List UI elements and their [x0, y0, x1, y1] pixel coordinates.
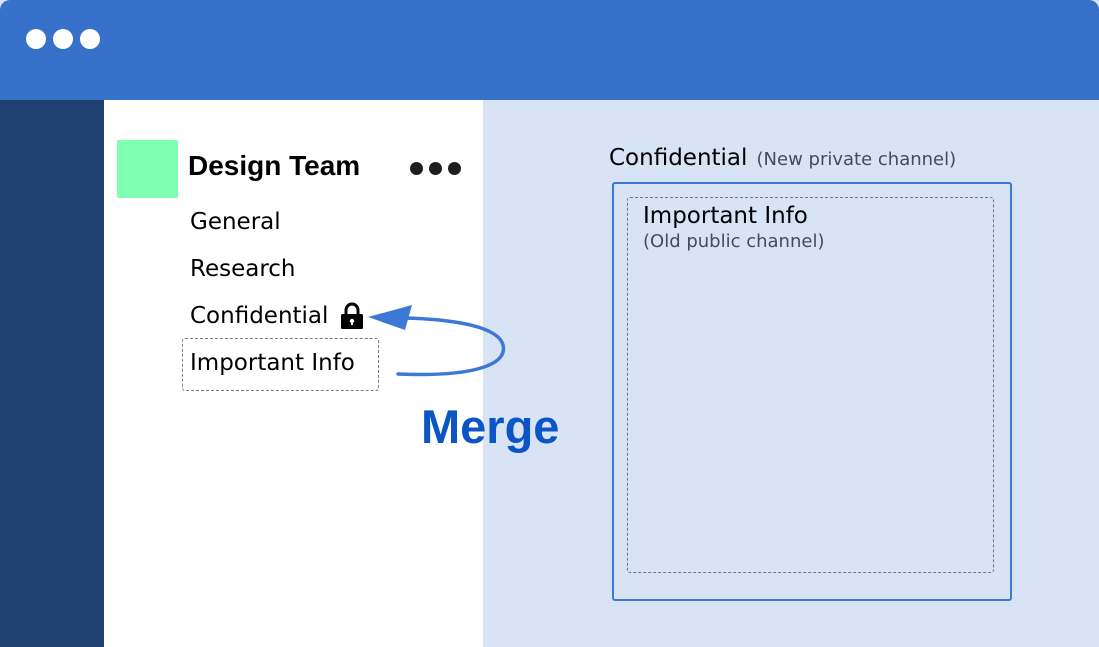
window-control-dot[interactable]	[26, 29, 46, 49]
sidebar-channel-research[interactable]: Research	[190, 256, 296, 282]
sidebar-channel-general[interactable]: General	[190, 209, 281, 235]
app-rail	[0, 100, 104, 647]
window-control-dot[interactable]	[80, 29, 100, 49]
dragged-channel-box[interactable]	[182, 338, 379, 391]
window-control-dot[interactable]	[53, 29, 73, 49]
sidebar-channel-confidential[interactable]: Confidential	[190, 303, 329, 329]
merged-channel-container	[627, 197, 994, 573]
merge-label: Merge	[421, 400, 560, 453]
preview-channel-note: (New private channel)	[756, 149, 957, 170]
sidebar-channel-important-info[interactable]: Important Info	[190, 350, 355, 376]
merged-channel-note: (Old public channel)	[643, 231, 825, 252]
lock-icon	[341, 302, 363, 329]
team-avatar[interactable]	[117, 140, 178, 198]
preview-channel-name: Confidential	[609, 145, 748, 171]
preview-channel-title: Confidential (New private channel)	[609, 145, 956, 171]
private-channel-container	[612, 182, 1012, 601]
team-name[interactable]: Design Team	[188, 150, 361, 181]
channel-sidebar: Design Team General Research Confidentia…	[104, 100, 483, 647]
more-horizontal-icon[interactable]	[410, 162, 461, 175]
window-titlebar	[0, 0, 1099, 100]
merged-channel-name: Important Info	[643, 203, 808, 229]
